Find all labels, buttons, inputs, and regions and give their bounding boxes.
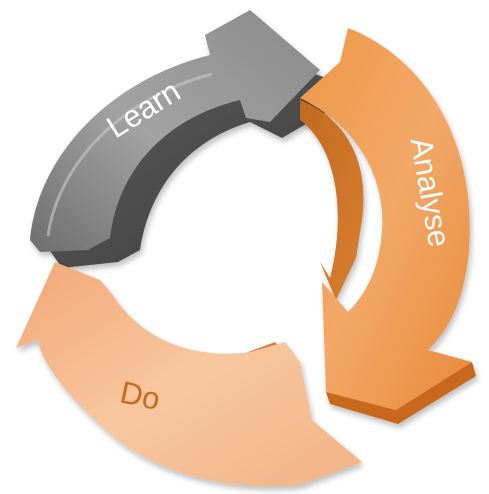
analyse-arrow-face [300,28,472,410]
analyse-arrow-side [300,100,364,300]
learn-arrow-highlight [46,72,213,237]
analyse-arrow [300,28,476,424]
do-arrow [16,262,362,487]
learn-arrow [30,10,332,268]
do-label: Do [117,374,163,416]
learn-arrow-face [30,10,320,252]
analyse-arrow-bottom [326,362,476,424]
do-arrow-face [16,262,362,487]
